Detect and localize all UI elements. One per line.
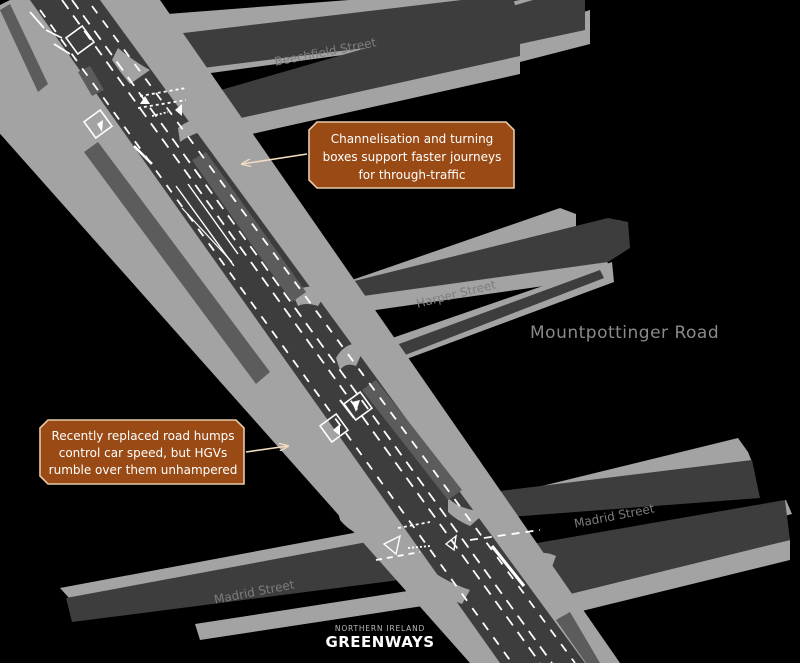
callout-road-humps-arrow xyxy=(245,446,288,453)
callout-channelisation-arrow xyxy=(242,153,308,164)
turn-arrows xyxy=(97,96,360,436)
turning-boxes xyxy=(64,24,374,444)
logo-subtitle: NORTHERN IRELAND xyxy=(335,624,425,633)
give-way-triangles xyxy=(382,534,457,556)
area-label: Mountpottinger Road xyxy=(530,323,719,343)
callout-channelisation-line-1: Channelisation and turning xyxy=(331,132,494,146)
greenways-logo: NORTHERN IRELAND GREENWAYS xyxy=(325,624,434,651)
parking-bays xyxy=(0,4,600,663)
logo-title: GREENWAYS xyxy=(325,633,434,651)
main-road-east-pavement xyxy=(90,0,620,663)
junction-kerbs xyxy=(112,48,556,604)
road-markings xyxy=(29,0,576,663)
side-street-roads xyxy=(66,0,790,622)
callout-road-humps-line-2: control car speed, but HGVs xyxy=(59,446,228,460)
callout-road-humps-line-3: rumble over them unhampered xyxy=(49,463,238,477)
callout-channelisation: Channelisation and turning boxes support… xyxy=(308,121,515,189)
callout-channelisation-line-2: boxes support faster journeys xyxy=(323,150,502,164)
callout-road-humps-line-1: Recently replaced road humps xyxy=(51,429,234,443)
callout-channelisation-line-3: for through-traffic xyxy=(359,168,466,182)
callout-road-humps: Recently replaced road humps control car… xyxy=(39,419,245,485)
